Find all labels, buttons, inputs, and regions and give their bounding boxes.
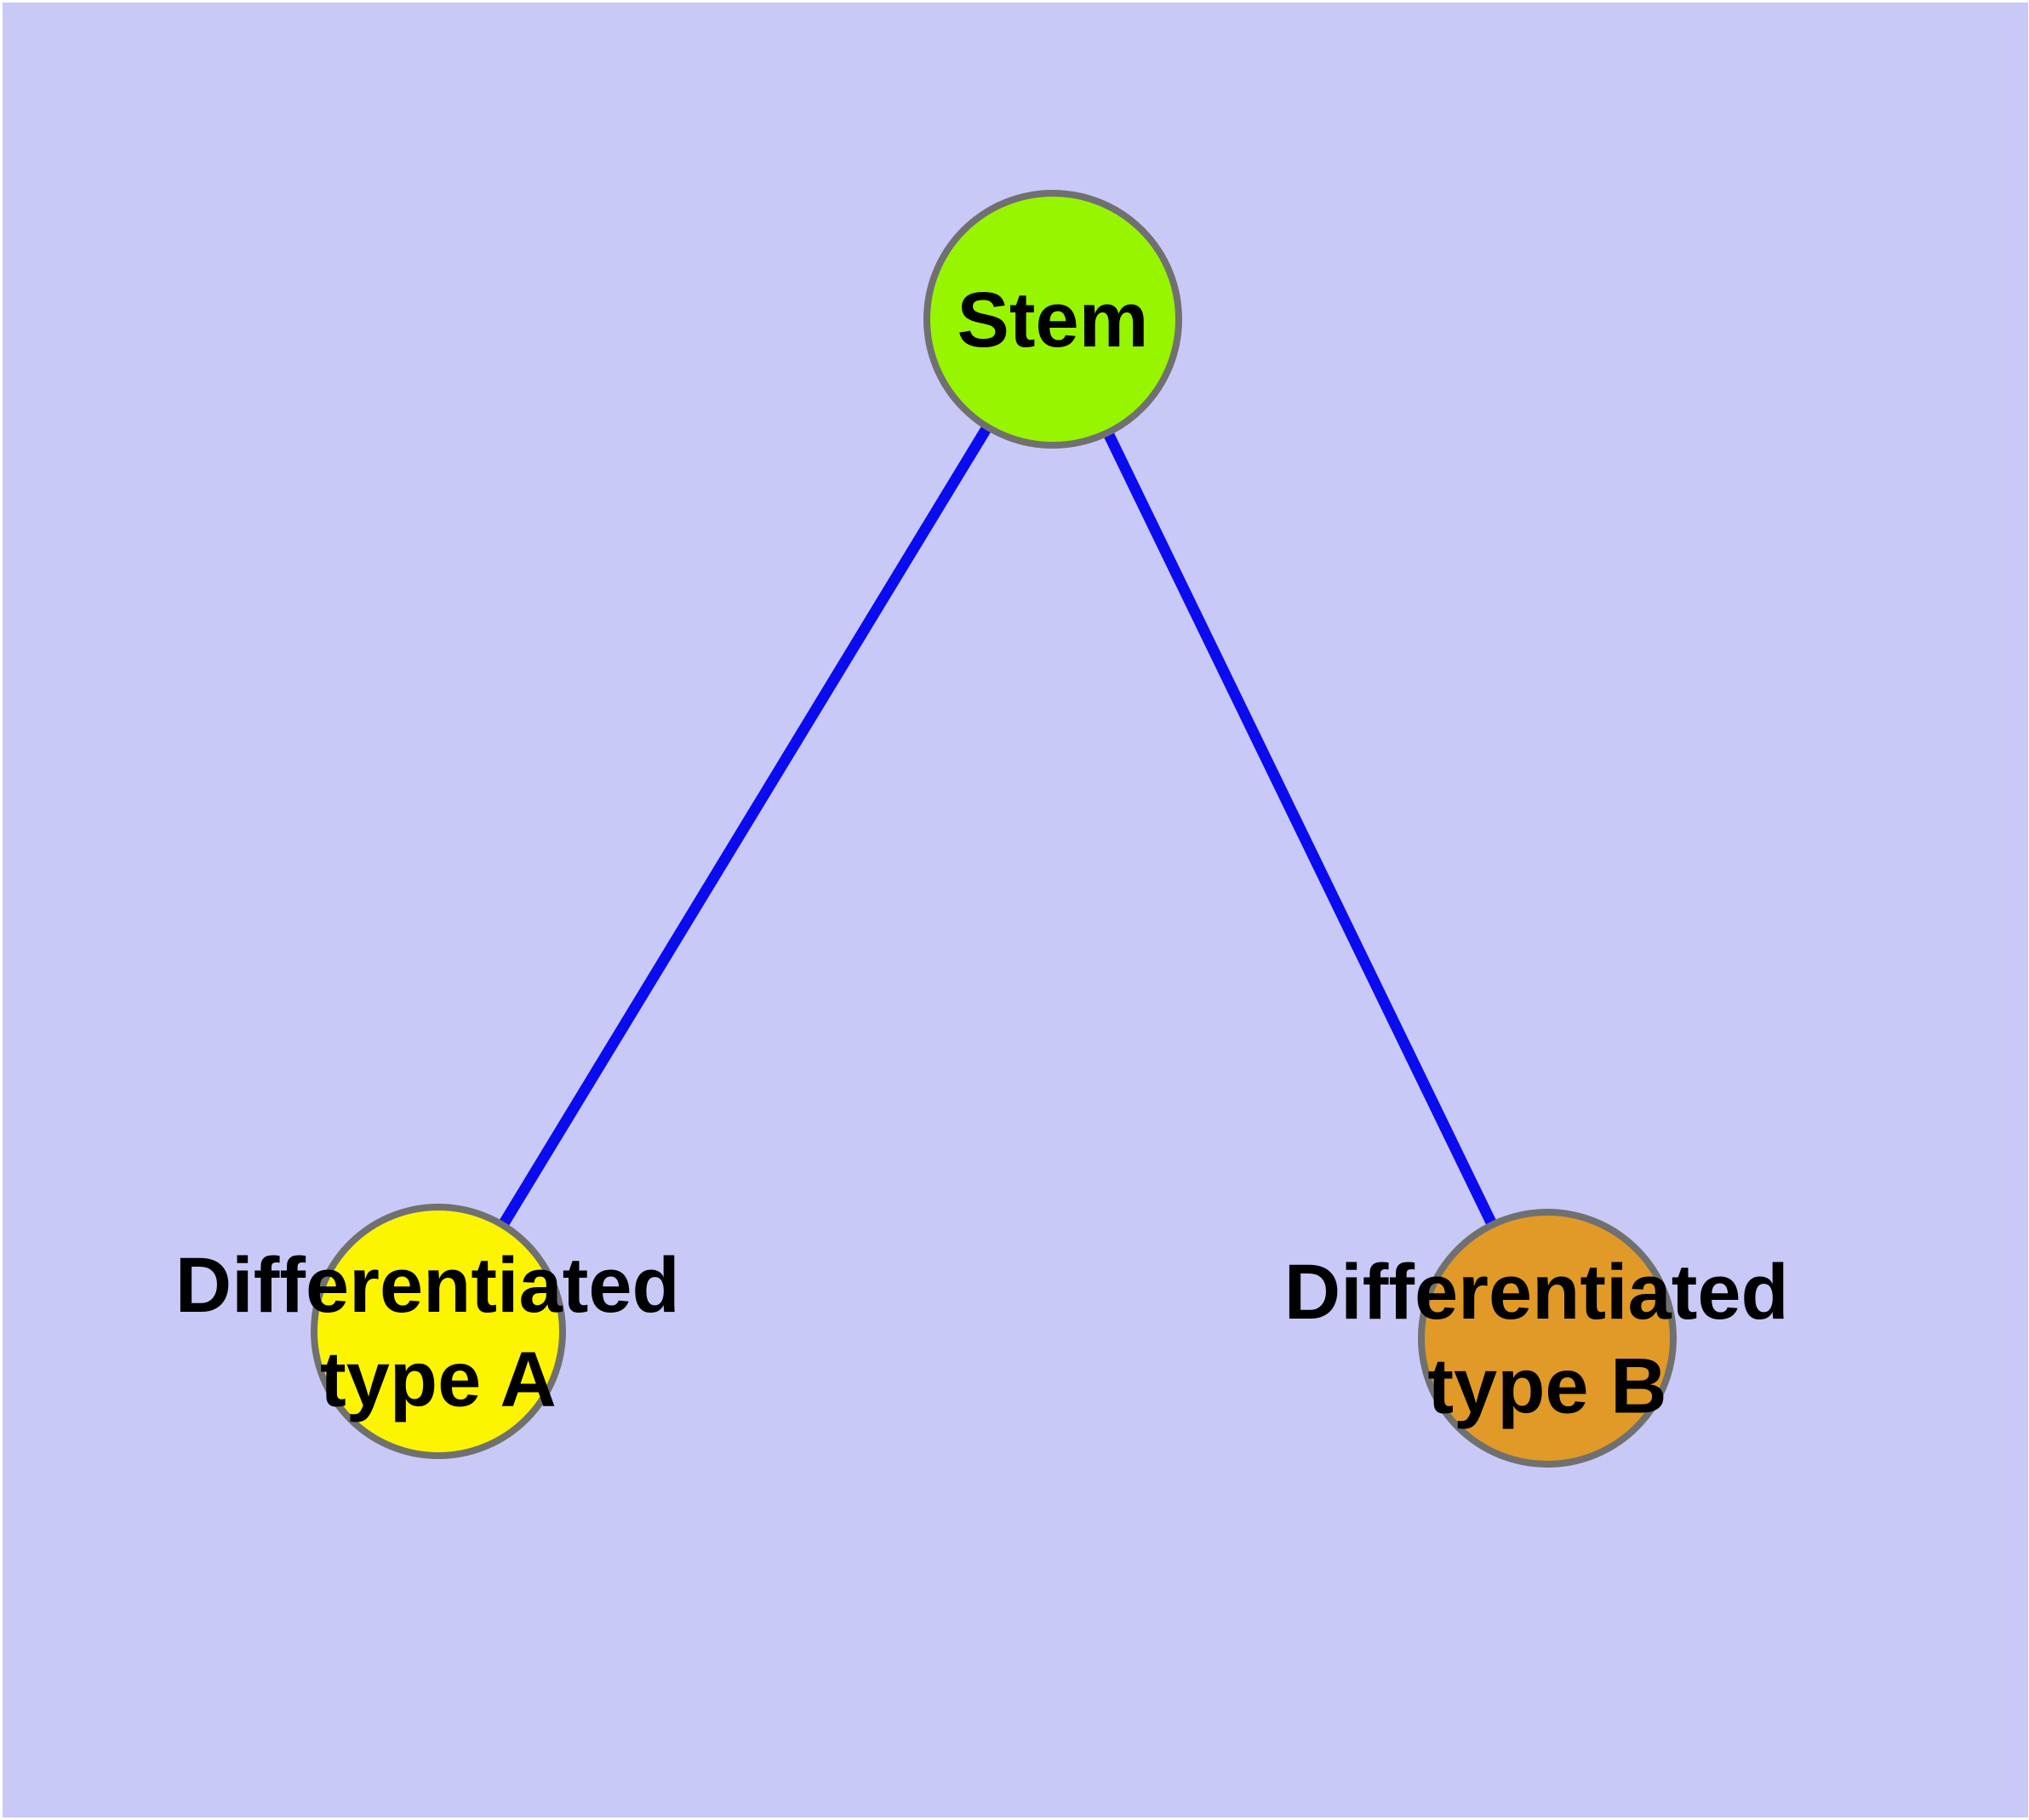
node-differentiated-type-b (1418, 1209, 1677, 1468)
edge-stem-to-type-b (1048, 317, 1552, 1341)
node-type-b-label: Differentiated type B (1284, 1249, 1811, 1429)
edge-stem-to-type-a (433, 316, 1058, 1335)
node-stem (923, 190, 1182, 449)
node-type-b-label-line2: type B (1427, 1342, 1666, 1429)
node-stem-label: Stem (957, 277, 1149, 363)
node-differentiated-type-a (311, 1204, 566, 1459)
node-type-a-label: Differentiated type A (175, 1242, 702, 1422)
node-type-a-label-line1: Differentiated (175, 1242, 680, 1329)
node-type-a-label-line2: type A (320, 1336, 557, 1422)
node-type-b-label-line1: Differentiated (1284, 1249, 1789, 1336)
